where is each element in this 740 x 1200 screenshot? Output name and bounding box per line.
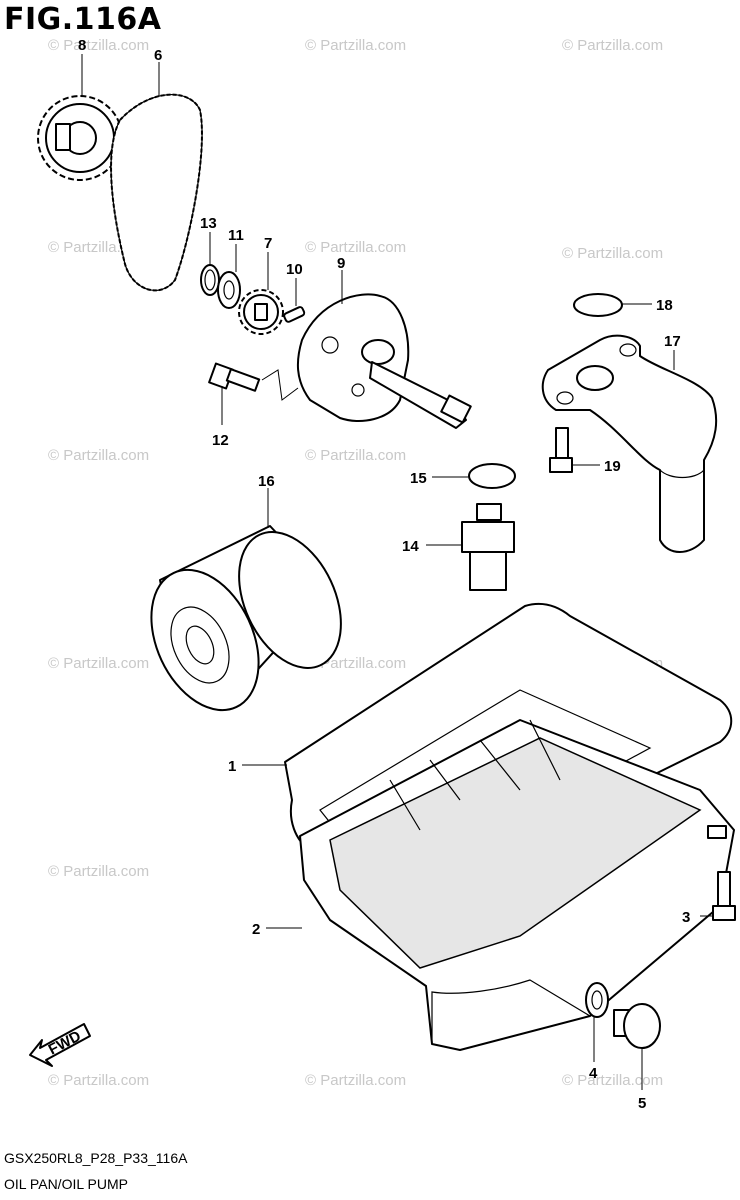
watermark: © Partzilla.com xyxy=(48,1072,149,1089)
callout-label: 12 xyxy=(212,432,229,449)
watermark: © Partzilla.com xyxy=(48,37,149,54)
watermark: © Partzilla.com xyxy=(305,447,406,464)
callout-label: 1 xyxy=(228,758,236,775)
watermark: © Partzilla.com xyxy=(305,239,406,256)
diagram-name: OIL PAN/OIL PUMP xyxy=(4,1176,128,1192)
callout-label: 7 xyxy=(264,235,272,252)
callout-label: 14 xyxy=(402,538,419,555)
part-14-oil-pressure-switch xyxy=(461,503,515,591)
part-15-o-ring xyxy=(468,463,516,489)
callout-label: 16 xyxy=(258,473,275,490)
part-12-bolt xyxy=(208,362,299,401)
callout-label: 5 xyxy=(638,1095,646,1112)
diagram-code: GSX250RL8_P28_P33_116A xyxy=(4,1150,188,1166)
watermark: © Partzilla.com xyxy=(305,37,406,54)
callout-label: 15 xyxy=(410,470,427,487)
part-16-oil-filter xyxy=(150,525,342,712)
callout-label: 19 xyxy=(604,458,621,475)
callout-label: 10 xyxy=(286,261,303,278)
part-3-bolt xyxy=(712,871,736,921)
part-9-oil-pump xyxy=(296,293,472,429)
part-18-o-ring xyxy=(573,293,623,317)
callout-label: 17 xyxy=(664,333,681,350)
part-11-washer xyxy=(217,271,241,309)
watermark: © Partzilla.com xyxy=(305,1072,406,1089)
figure-title: FIG.116A xyxy=(4,2,162,37)
callout-label: 8 xyxy=(78,37,86,54)
watermark: © Partzilla.com xyxy=(562,37,663,54)
fwd-label: FWD xyxy=(46,1027,84,1058)
watermark: © Partzilla.com xyxy=(48,655,149,672)
callout-label: 18 xyxy=(656,297,673,314)
watermark: © Partzilla.com xyxy=(48,863,149,880)
part-19-bolt xyxy=(549,427,573,473)
callout-label: 3 xyxy=(682,909,690,926)
part-7-pump-gear xyxy=(238,289,284,335)
watermark: © Partzilla.com xyxy=(562,245,663,262)
part-4-gasket-washer xyxy=(585,982,609,1018)
callout-label: 9 xyxy=(337,255,345,272)
part-5-drain-plug xyxy=(613,1003,661,1049)
callout-label: 4 xyxy=(589,1065,598,1082)
fwd-arrow-icon: FWD xyxy=(29,1023,91,1067)
callout-labels: 8 6 13 11 7 10 9 12 18 17 19 15 16 14 1 … xyxy=(78,37,690,1112)
part-6-chain xyxy=(110,93,203,292)
part-10-pin xyxy=(283,306,306,323)
part-13-circlip xyxy=(200,264,220,296)
part-17-oil-strainer xyxy=(541,334,718,553)
part-8-sprocket xyxy=(37,95,123,181)
callout-label: 11 xyxy=(228,227,244,244)
watermark: © Partzilla.com xyxy=(562,1072,663,1089)
callout-label: 6 xyxy=(154,47,162,64)
part-2-oil-pan xyxy=(299,719,735,1051)
callout-label: 13 xyxy=(200,215,217,232)
watermark: © Partzilla.com xyxy=(48,447,149,464)
leader-lines xyxy=(81,54,713,1090)
callout-label: 2 xyxy=(252,921,260,938)
